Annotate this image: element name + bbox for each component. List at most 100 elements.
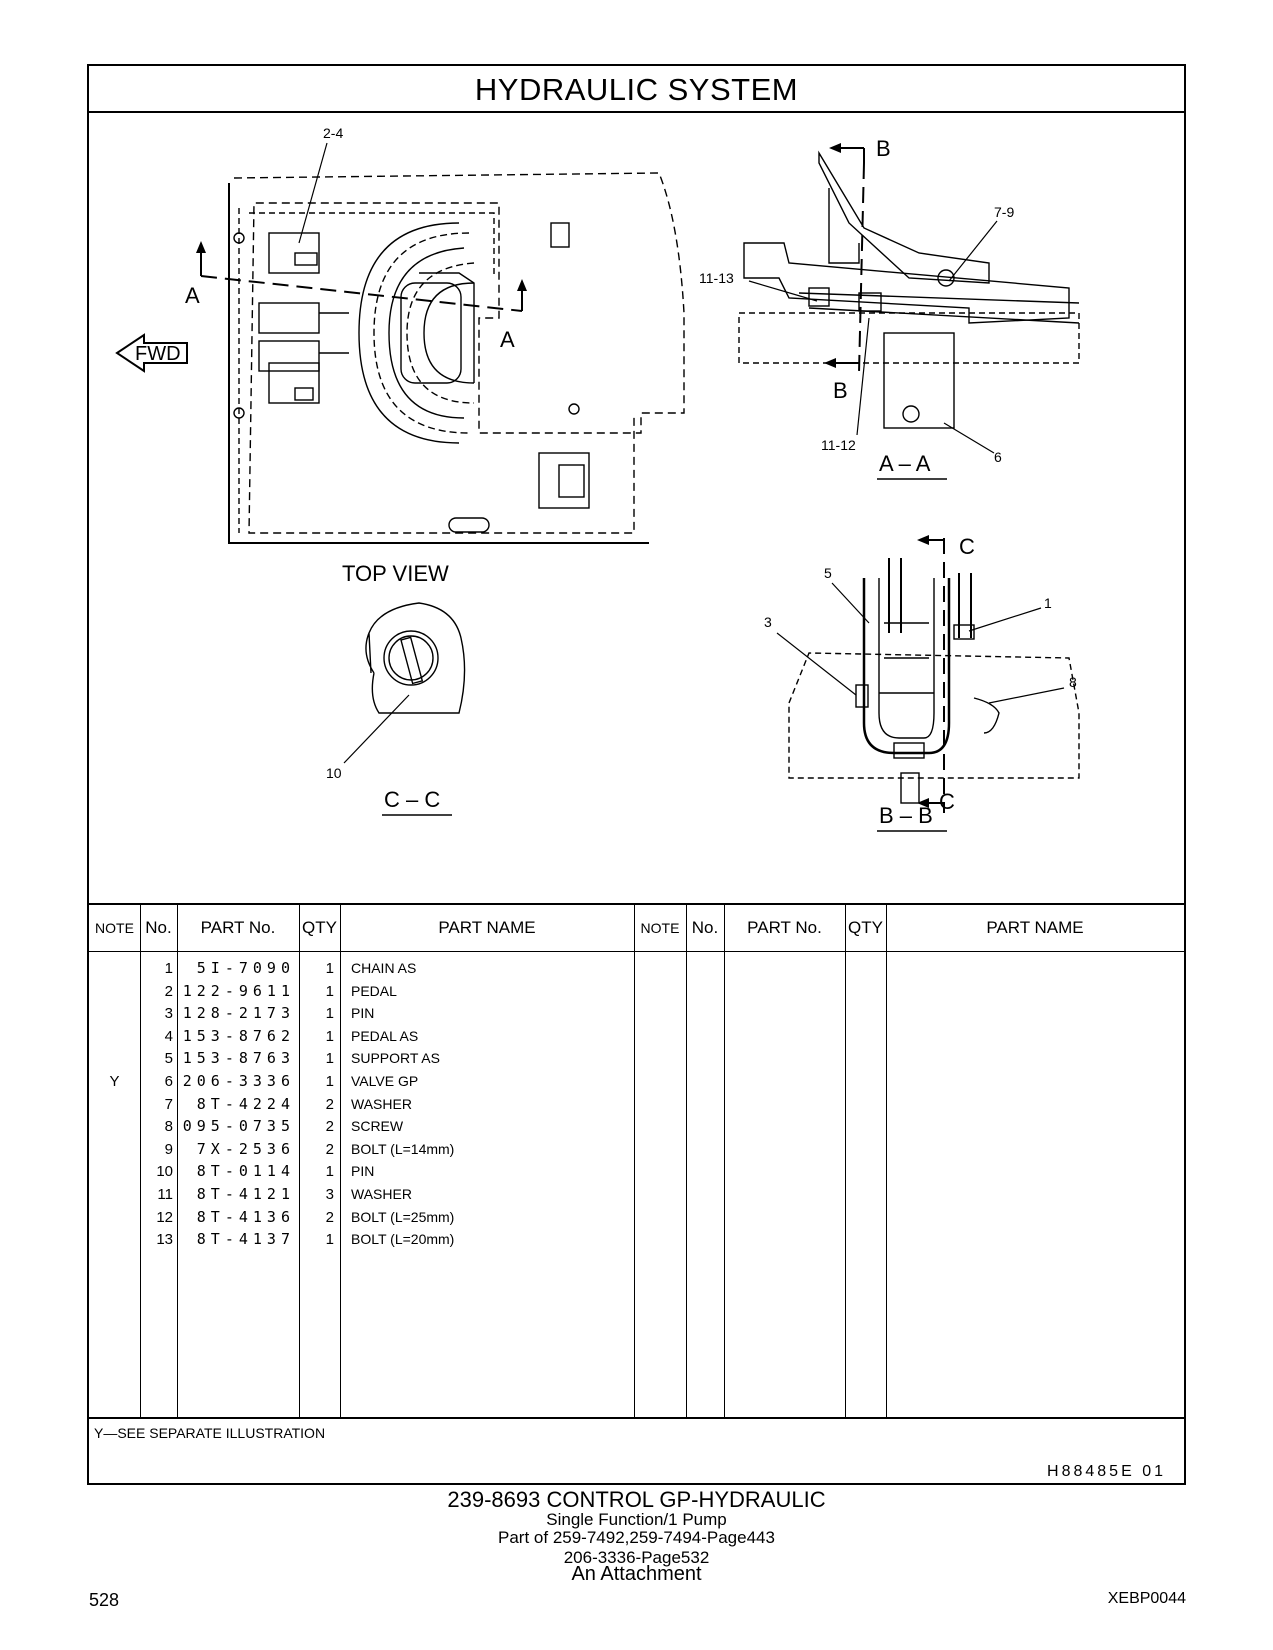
cell-no: 4	[164, 1027, 173, 1045]
col-divider	[886, 905, 887, 1419]
callout-1: 1	[1044, 595, 1052, 611]
header-qty: QTY	[302, 918, 337, 937]
cell-qty: 1	[325, 1163, 334, 1181]
callout-3: 3	[764, 614, 772, 630]
top-view-drawing	[228, 172, 685, 544]
header-no: No.	[145, 918, 172, 937]
page-number: 528	[89, 1590, 120, 1610]
header-part-no: PART No.	[200, 918, 276, 937]
cell-note	[89, 1160, 140, 1183]
callout-6: 6	[994, 449, 1002, 465]
section-letter-c-top: C	[959, 534, 975, 559]
header-part-name-2: PART NAME	[986, 918, 1084, 937]
cell-qty: 1	[325, 960, 334, 977]
cell-part-no: 8T-0114	[196, 1162, 295, 1181]
cell-qty: 1	[325, 1027, 334, 1045]
doc-code: XEBP0044	[1107, 1590, 1186, 1607]
col-divider	[634, 905, 635, 1419]
section-letter-a-left: A	[185, 283, 200, 308]
cell-part-no: 8T-4224	[196, 1094, 295, 1113]
callout-11-12: 11-12	[821, 437, 856, 453]
cell-no: 2	[164, 982, 173, 1000]
cell-note	[89, 1206, 140, 1229]
cell-part-no: 7X-2536	[196, 1139, 295, 1158]
col-divider	[724, 905, 725, 1419]
col-divider	[340, 905, 341, 1419]
illustration-code: H88485E 01	[1047, 1463, 1166, 1480]
section-cc-drawing	[365, 602, 466, 714]
hydraulic-diagram: A A FWD 2-4 TOP VIEW	[115, 125, 1080, 832]
col-divider	[686, 905, 687, 1419]
cutting-line-a	[200, 275, 523, 312]
parts-table: NOTE No. PART No. QTY PART NAME NOTE No.…	[89, 903, 1184, 1419]
cutting-line-b	[858, 148, 865, 374]
cell-note: Y	[109, 1073, 120, 1090]
cell-part-name: BOLT (L=25mm)	[351, 1208, 455, 1225]
cell-qty: 2	[325, 1208, 334, 1226]
callout-11-13: 11-13	[699, 270, 734, 286]
cell-no: 7	[164, 1095, 173, 1113]
cell-qty: 2	[325, 1118, 334, 1136]
cell-no: 5	[164, 1050, 173, 1068]
cell-qty: 1	[325, 1073, 334, 1090]
cell-part-name: PIN	[351, 1163, 375, 1180]
section-aa-label: A – A	[879, 451, 931, 476]
note-y-text: Y—SEE SEPARATE ILLUSTRATION	[94, 1425, 326, 1441]
section-cc-label: C – C	[384, 787, 440, 812]
cell-part-name: SUPPORT AS	[351, 1050, 440, 1067]
col-divider	[845, 905, 846, 1419]
header-part-no-2: PART No.	[747, 918, 822, 937]
cell-note	[89, 1047, 140, 1070]
caption-subtitle: Single Function/1 Pump	[546, 1510, 727, 1529]
cell-part-name: WASHER	[351, 1186, 412, 1202]
cell-note	[89, 980, 140, 1003]
callout-5: 5	[824, 565, 832, 581]
header-no-2: No.	[691, 918, 719, 937]
cell-note	[89, 957, 140, 980]
cell-qty: 2	[325, 1140, 334, 1158]
cell-qty: 1	[325, 1231, 334, 1249]
section-bb-label: B – B	[879, 803, 933, 828]
cell-part-no: 095-0735	[182, 1117, 295, 1136]
cell-part-no: 5I-7090	[196, 959, 295, 977]
notes-area: Y—SEE SEPARATE ILLUSTRATION H88485E 01	[89, 1417, 1184, 1487]
cell-qty: 1	[325, 1050, 334, 1068]
cell-note	[89, 1228, 140, 1251]
callout-8: 8	[1069, 674, 1077, 690]
cell-part-no: 8T-4137	[196, 1230, 295, 1249]
header-note: NOTE	[95, 920, 134, 936]
cell-part-no: 122-9611	[182, 981, 295, 1000]
cell-part-name: BOLT (L=20mm)	[351, 1231, 455, 1248]
cell-no: 1	[164, 960, 173, 977]
cell-no: 13	[156, 1231, 173, 1249]
callout-10: 10	[326, 765, 342, 781]
cell-qty: 3	[325, 1186, 334, 1203]
cell-no: 8	[164, 1118, 173, 1136]
caption-page-ref: 206-3336-Page532	[563, 1548, 710, 1567]
cell-part-no: 206-3336	[182, 1072, 295, 1090]
cell-part-name: BOLT (L=14mm)	[351, 1140, 455, 1157]
cell-note	[89, 1115, 140, 1138]
caption-attachment: An Attachment	[571, 1563, 702, 1585]
cell-note	[89, 1025, 140, 1048]
cell-no: 11	[157, 1186, 173, 1203]
cell-part-no: 8T-4121	[196, 1185, 295, 1203]
illustration-area: A A FWD 2-4 TOP VIEW	[89, 113, 1184, 903]
fwd-arrow-icon: FWD	[115, 333, 188, 373]
cell-part-no: 153-8762	[182, 1026, 295, 1045]
caption-title: 239-8693 CONTROL GP-HYDRAULIC	[447, 1487, 826, 1512]
section-aa-drawing	[738, 150, 1080, 429]
caption-part-of: Part of 259-7492,259-7494-Page443	[498, 1528, 775, 1547]
cell-qty: 1	[325, 1005, 334, 1023]
cell-part-name: SCREW	[351, 1118, 404, 1135]
cell-note	[89, 1183, 140, 1206]
cell-no: 9	[164, 1140, 173, 1158]
cell-part-name: CHAIN AS	[351, 960, 417, 976]
cell-note	[89, 1093, 140, 1116]
cell-part-name: VALVE GP	[351, 1073, 419, 1089]
cell-part-no: 8T-4136	[196, 1207, 295, 1226]
section-bb-drawing	[788, 558, 1080, 804]
cell-no: 6	[164, 1073, 173, 1090]
page-title: HYDRAULIC SYSTEM	[89, 66, 1184, 113]
fwd-label: FWD	[135, 343, 181, 365]
